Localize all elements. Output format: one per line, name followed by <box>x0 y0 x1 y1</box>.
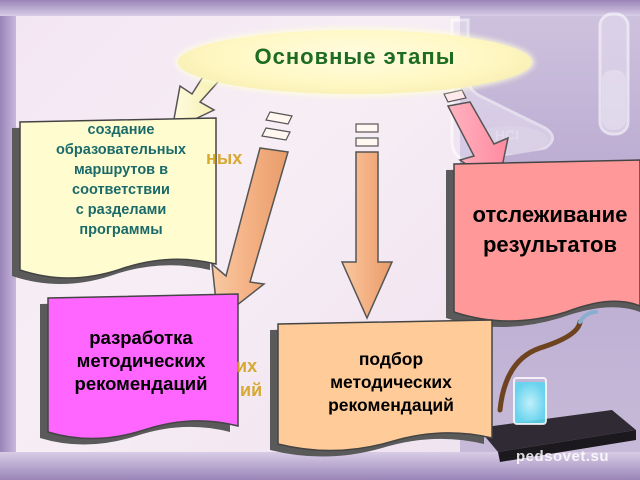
hose <box>497 319 583 413</box>
stage-1-line: программы <box>79 222 163 238</box>
stage-3-line: методических <box>76 350 206 371</box>
beaker-icon <box>513 377 547 425</box>
title-ellipse <box>178 30 532 94</box>
stage-2-line: результатов <box>482 232 618 257</box>
ghost-text: ных <box>206 148 243 168</box>
stage-box-1 <box>12 117 217 284</box>
arrow-down-icon <box>211 111 293 322</box>
stage-4-line: рекомендаций <box>328 395 454 415</box>
watermark: pedsovet.su <box>516 448 610 465</box>
stage-3-line: разработка <box>89 327 193 348</box>
stage-3-line: рекомендаций <box>74 373 208 394</box>
stage-2-line: отслеживание <box>472 202 628 227</box>
stage-4-line: методических <box>330 372 452 392</box>
test-tube-icon <box>598 12 630 136</box>
stage-1-line: создание <box>87 122 155 138</box>
ghost-text: их <box>236 356 258 376</box>
stage-1-line: маршрутов в <box>73 162 169 178</box>
stage-box-4 <box>270 319 493 457</box>
ghost-text: ий <box>240 380 263 400</box>
background-bottom-strip <box>0 452 640 480</box>
stage-1-line: соответствии <box>72 182 170 198</box>
stage-box-2 <box>446 159 640 327</box>
stage-4-text: подбор методических рекомендаций <box>278 348 504 417</box>
stage-1-line: с разделами <box>75 202 167 218</box>
background-left-strip <box>0 0 16 480</box>
lab-bench <box>478 410 636 462</box>
background-top-strip <box>0 0 640 16</box>
stage-4-line: подбор <box>358 349 424 369</box>
stage-3-text: разработка методических рекомендаций <box>46 326 236 395</box>
stage-1-line: образовательных <box>56 142 186 158</box>
arrow-down-icon <box>340 123 394 320</box>
stage-1-text: создание образовательных маршрутов в соо… <box>24 120 218 240</box>
svg-text:HCl: HCl <box>495 127 519 143</box>
stage-box-3 <box>40 293 239 445</box>
page-title: Основные этапы <box>254 44 456 69</box>
stage-2-text: отслеживание результатов <box>440 200 640 260</box>
